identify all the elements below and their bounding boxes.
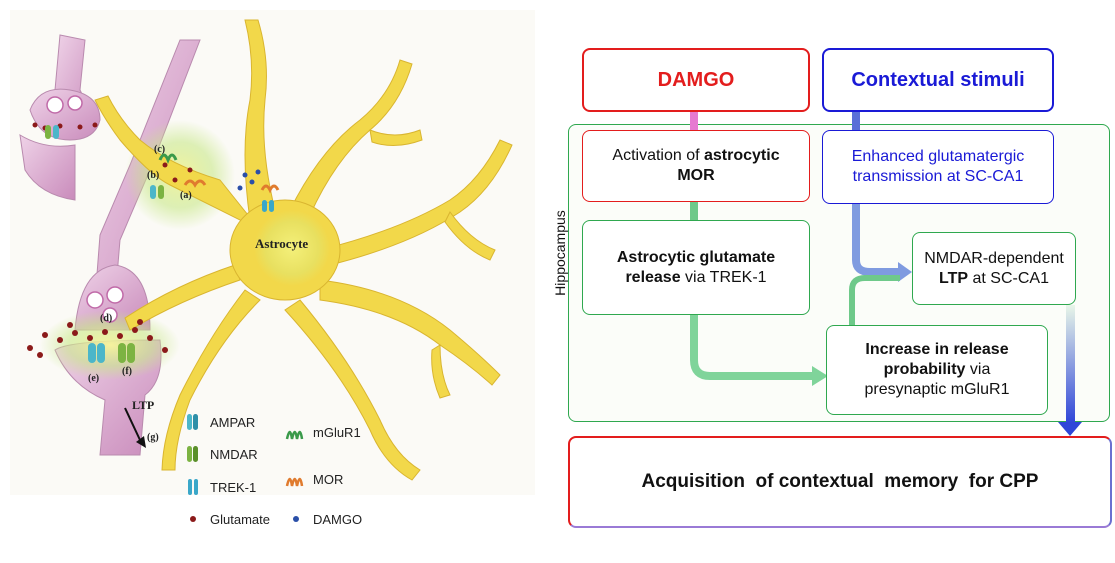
increase-bold: Increase in release probability: [865, 341, 1009, 378]
nmdar-icon: [182, 445, 204, 463]
activation-connector: [690, 202, 698, 220]
legend-mglur1: mGluR1: [285, 423, 361, 441]
vesicles: [46, 95, 124, 323]
marker-a: (a): [180, 190, 192, 201]
damgo-box: DAMGO: [582, 48, 810, 112]
marker-f: (f): [122, 366, 132, 377]
acquisition-text: Acquisition of contextual memory for CPP: [641, 471, 1039, 493]
hippocampus-label: Hippocampus: [552, 210, 568, 296]
increase-to-nmdar-path: [849, 275, 900, 325]
release-plain: via TREK-1: [680, 268, 767, 286]
illustration-svg: [10, 10, 535, 495]
acquisition-box: Acquisition of contextual memory for CPP: [568, 436, 1112, 528]
enhanced-box: Enhanced glutamatergic transmission at S…: [822, 130, 1054, 204]
nmdar-tail: at SC-CA1: [968, 269, 1049, 287]
damgo-icon: [285, 510, 307, 528]
astrocyte-soma: [254, 210, 330, 286]
mglur1-icon: [285, 423, 307, 441]
flow-arrows: [690, 112, 1082, 436]
legend-label: AMPAR: [210, 414, 256, 430]
enhanced-arrowhead: [898, 262, 912, 282]
damgo-text: DAMGO: [657, 68, 735, 91]
activation-box: Activation of astrocytic MOR: [582, 130, 810, 202]
mor-icon: [285, 470, 307, 488]
release-to-increase-path: [690, 315, 815, 380]
ltp-marker: (g): [147, 432, 159, 443]
nmdar-bold: LTP: [939, 269, 969, 287]
enhanced-text: Enhanced glutamatergic transmission at S…: [851, 148, 1025, 185]
nmdar-to-acquisition: [1066, 305, 1075, 423]
contextual-text: Contextual stimuli: [851, 68, 1025, 91]
legend-label: TREK-1: [210, 479, 257, 495]
ampar-icon: [182, 413, 204, 431]
legend-glutamate: Glutamate: [182, 510, 270, 528]
synapse-glow: [40, 310, 180, 380]
flowchart: Hippocampus DAMGO Contextual stimuli Act…: [552, 0, 1115, 558]
marker-d: (d): [100, 313, 113, 324]
legend-damgo: DAMGO: [285, 510, 362, 528]
contextual-box: Contextual stimuli: [822, 48, 1054, 112]
damgo-dots: [237, 169, 261, 191]
marker-c: (c): [154, 144, 166, 155]
activation-bold: astrocytic MOR: [677, 147, 780, 184]
contextual-connector: [852, 112, 860, 130]
marker-e: (e): [88, 373, 100, 384]
legend-trek1: TREK-1: [182, 478, 256, 496]
legend-label: NMDAR: [210, 446, 258, 462]
release-box: Astrocytic glutamate release via TREK-1: [582, 220, 810, 315]
legend-label: MOR: [313, 471, 344, 487]
activation-plain: Activation of: [612, 147, 704, 164]
legend-label: mGluR1: [313, 424, 361, 440]
trek1-icon: [182, 478, 204, 496]
acquisition-arrowhead: [1058, 422, 1082, 436]
glutamate-dots: [27, 122, 193, 358]
ltp-label: LTP: [132, 398, 155, 412]
astrocyte: [94, 19, 513, 481]
enhanced-to-nmdar-path: [852, 204, 900, 276]
increase-plain: via presynaptic mGluR1: [864, 361, 1010, 398]
ltp-arrowhead: [136, 436, 146, 448]
release-arrowhead: [812, 366, 828, 386]
damgo-connector: [690, 112, 698, 130]
ltp-arrow: [124, 407, 141, 441]
astrocyte-label: Astrocyte: [255, 236, 309, 251]
marker-b: (b): [147, 170, 160, 181]
synapse-illustration: Astrocyte (a) (b) (c) (d) (e) (f) LTP (g…: [0, 0, 560, 558]
increase-box: Increase in release probability via pres…: [826, 325, 1048, 415]
legend-mor: MOR: [285, 470, 343, 488]
glutamate-icon: [182, 510, 204, 528]
top-postsynaptic: [19, 134, 76, 201]
receptors: [45, 125, 280, 363]
release-bold: Astrocytic glutamate release: [616, 248, 776, 286]
legend-label: DAMGO: [313, 511, 363, 527]
legend-ampar: AMPAR: [182, 413, 255, 431]
legend-label: Glutamate: [210, 511, 270, 527]
nmdar-plain: NMDAR-dependent: [924, 249, 1064, 267]
legend-nmdar: NMDAR: [182, 445, 258, 463]
